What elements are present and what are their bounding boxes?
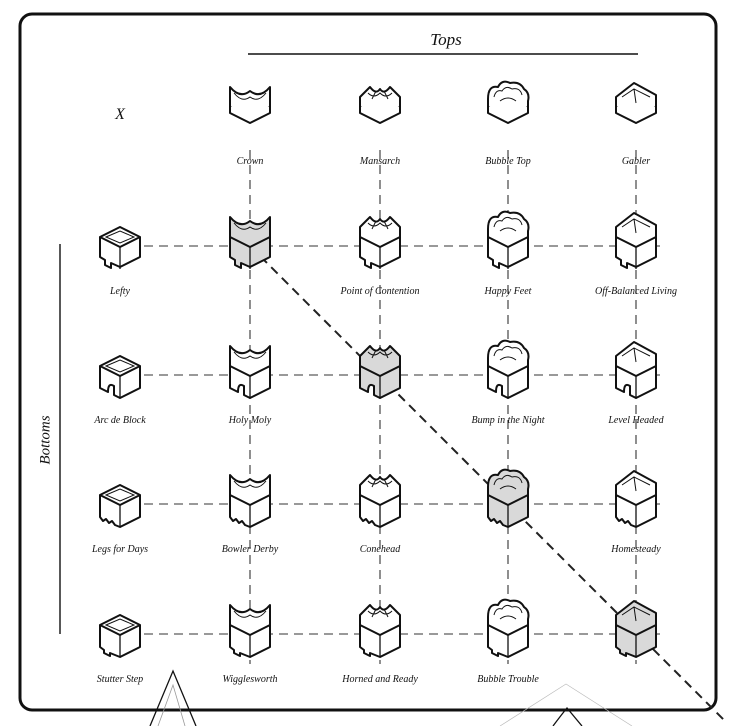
- grid-lines: [144, 150, 660, 664]
- combo-label: Wigglesworth: [222, 674, 278, 685]
- bottom-label: Stutter Step: [96, 674, 144, 685]
- bottom-block-icon: [99, 355, 141, 399]
- bottom-decoration: [149, 669, 633, 726]
- block-cell: [222, 465, 278, 535]
- bottom-label: Lefty: [110, 286, 130, 297]
- block-cell: [608, 595, 664, 665]
- bottom-label: Legs for Days: [91, 544, 149, 555]
- block-cell: [480, 595, 536, 665]
- combo-label: Conehead: [359, 544, 401, 555]
- combo-block-icon: [359, 216, 401, 269]
- combo-block-icon: [615, 600, 657, 658]
- block-cell: [352, 207, 408, 277]
- combo-label: Happy Feet: [484, 286, 532, 297]
- bottom-label: Arc de Block: [94, 415, 146, 426]
- block-cell: [480, 465, 536, 535]
- bottom-block-icon: [99, 484, 141, 528]
- bottom-block-icon: [99, 614, 141, 658]
- combo-block-icon: [359, 345, 401, 399]
- combo-label: Off-Balanced Living: [595, 286, 677, 297]
- combo-label: Bubble Trouble: [477, 674, 539, 685]
- combo-block-icon: [615, 470, 657, 528]
- tops-title: Tops: [430, 30, 462, 49]
- combo-block-icon: [359, 474, 401, 528]
- block-cell: [92, 336, 148, 406]
- block-cell: [480, 207, 536, 277]
- block-cell: [222, 77, 278, 147]
- block-cell: [222, 336, 278, 406]
- combo-block-icon: [487, 468, 530, 528]
- combo-block-icon: [615, 212, 657, 269]
- combo-block-icon: [359, 604, 401, 658]
- combo-block-icon: [229, 474, 271, 528]
- corner-x-label: X: [115, 106, 125, 123]
- combo-label: Point of Contention: [340, 286, 420, 297]
- top-label: Bubble Top: [485, 156, 531, 167]
- combo-label: Horned and Ready: [342, 674, 418, 685]
- combo-label: Homesteady: [611, 544, 661, 555]
- bottoms-title: Bottoms: [37, 415, 54, 465]
- combo-block-icon: [615, 341, 657, 399]
- combo-block-icon: [229, 604, 271, 658]
- block-cell: [608, 207, 664, 277]
- border-frame: [18, 12, 718, 712]
- combo-label: Holy Moly: [228, 415, 272, 426]
- block-cell: [608, 465, 664, 535]
- combo-label: Bowler Derby: [221, 544, 279, 555]
- block-cell: [352, 595, 408, 665]
- combo-block-icon: [229, 216, 271, 269]
- combo-block-icon: [487, 210, 530, 269]
- top-label: Mansarch: [359, 156, 401, 167]
- block-cell: [608, 77, 664, 147]
- combo-label: Bump in the Night: [471, 415, 545, 426]
- block-cell: [92, 595, 148, 665]
- block-cell: [480, 336, 536, 406]
- top-label: Gabler: [621, 156, 651, 167]
- top-block-icon: [359, 86, 401, 124]
- combo-label: Level Headed: [608, 415, 664, 426]
- combo-block-icon: [229, 345, 271, 399]
- combo-block-icon: [487, 598, 530, 658]
- block-cell: [92, 207, 148, 277]
- block-cell: [352, 465, 408, 535]
- block-cell: [352, 77, 408, 147]
- block-cell: [92, 465, 148, 535]
- top-label: Crown: [236, 156, 264, 167]
- combo-block-icon: [487, 339, 530, 399]
- block-cell: [480, 77, 536, 147]
- block-cell: [222, 595, 278, 665]
- top-block-icon: [487, 80, 530, 124]
- bottom-block-icon: [99, 226, 141, 269]
- block-cell: [352, 336, 408, 406]
- top-block-icon: [229, 86, 271, 124]
- top-block-icon: [615, 82, 657, 124]
- block-cell: [608, 336, 664, 406]
- block-cell: [222, 207, 278, 277]
